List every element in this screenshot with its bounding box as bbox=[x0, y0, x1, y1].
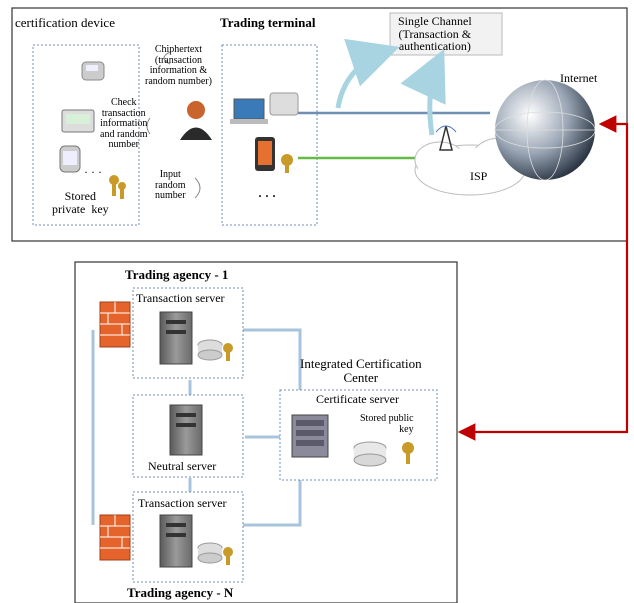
server-icon bbox=[159, 311, 193, 365]
brace-input bbox=[194, 177, 201, 199]
agency-top-label: Trading agency - 1 bbox=[125, 267, 229, 282]
disk-icon bbox=[197, 339, 233, 361]
transaction-server-bottom-label: Transaction server bbox=[138, 496, 227, 510]
agency-bottom-label: Trading agency - N bbox=[127, 585, 234, 600]
single-channel-box bbox=[389, 12, 503, 56]
transaction-server-top-label: Transaction server bbox=[136, 291, 225, 305]
watch-icon bbox=[59, 145, 81, 173]
globe-icon bbox=[494, 79, 596, 181]
server-icon bbox=[159, 514, 193, 568]
check-label: Check transaction information and random… bbox=[100, 97, 148, 150]
firewall-icon bbox=[99, 301, 131, 348]
stored-private-key: Stored private key bbox=[52, 189, 109, 216]
ciphertext-label: Chiphertext (transaction information & r… bbox=[145, 44, 212, 87]
laptop-icon bbox=[230, 92, 299, 124]
cert-device-title: certification device bbox=[15, 15, 115, 30]
tower-icon bbox=[435, 125, 457, 151]
arrow-to-channel-1 bbox=[335, 38, 400, 109]
disk-icon bbox=[197, 542, 233, 565]
firewall-icon bbox=[99, 514, 131, 561]
brace-ciphertext bbox=[163, 51, 171, 65]
disk-icon bbox=[353, 441, 414, 467]
person-icon bbox=[180, 101, 212, 140]
internet-label: Internet bbox=[560, 71, 598, 85]
stored-public-key-label: Stored public key bbox=[360, 413, 414, 435]
monitor-icon bbox=[61, 109, 95, 133]
neutral-server-label: Neutral server bbox=[148, 459, 217, 473]
device-ellipsis: · · · bbox=[84, 165, 102, 179]
arrow-to-channel-2 bbox=[400, 48, 446, 136]
integrated-center-label: Integrated Certification Center bbox=[300, 356, 422, 385]
terminal-ellipsis: · · · bbox=[258, 189, 277, 203]
storage-server-icon bbox=[291, 414, 329, 458]
cert-device-box bbox=[32, 44, 140, 226]
single-channel-label: Single Channel (Transaction & authentica… bbox=[398, 14, 472, 54]
input-label: Input random number bbox=[155, 169, 186, 201]
phone-icon bbox=[81, 61, 105, 81]
brace-check bbox=[146, 117, 151, 135]
isp-label: ISP bbox=[470, 169, 488, 183]
server-icon bbox=[169, 404, 203, 456]
certificate-server-label: Certificate server bbox=[316, 392, 399, 406]
key-icon bbox=[109, 175, 126, 199]
trading-terminal-title: Trading terminal bbox=[220, 15, 316, 30]
trading-terminal-box bbox=[221, 44, 318, 226]
smartphone-icon bbox=[255, 137, 293, 173]
